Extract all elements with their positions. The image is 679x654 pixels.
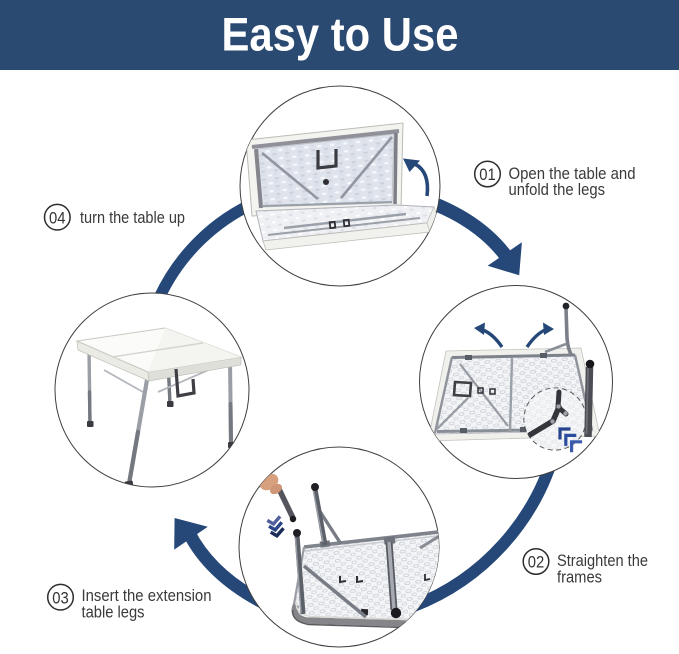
svg-text:unfold the legs: unfold the legs [509,180,606,199]
svg-text:Easy to Use: Easy to Use [222,8,459,61]
svg-text:02: 02 [528,553,545,572]
svg-text:03: 03 [52,588,69,607]
svg-text:01: 01 [479,165,496,184]
svg-text:04: 04 [49,208,66,227]
svg-text:frames: frames [557,568,602,587]
svg-text:table legs: table legs [82,603,145,622]
svg-text:Open the table and: Open the table and [509,164,636,183]
svg-text:turn the table up: turn the table up [80,208,185,227]
svg-text:Insert the extension: Insert the extension [82,586,212,605]
svg-text:Straighten the: Straighten the [557,551,648,570]
